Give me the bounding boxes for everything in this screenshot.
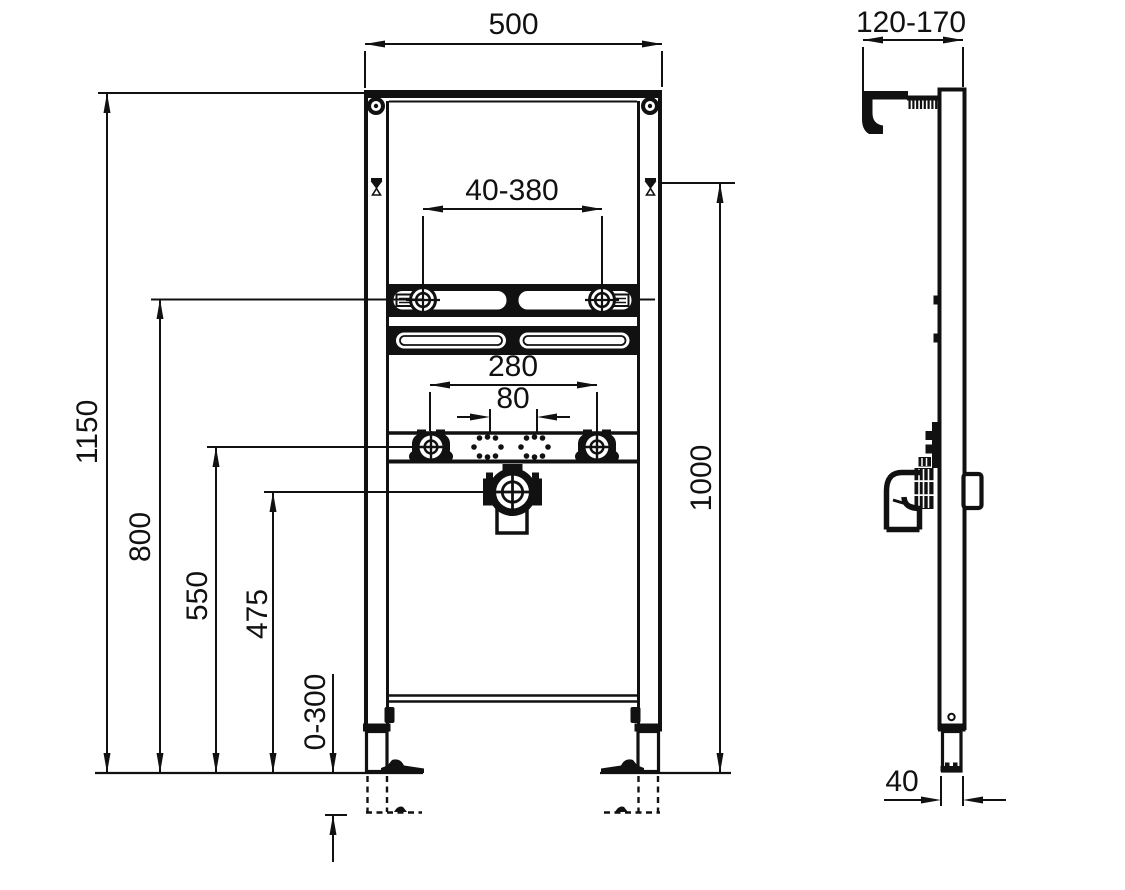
side-leg	[938, 712, 966, 773]
drain-connector	[483, 464, 542, 535]
drain-fix-hole-cluster-left	[471, 434, 504, 460]
left-leg	[363, 707, 424, 814]
dim-label-wall-bracket-depth: 120-170	[856, 6, 966, 39]
dim-tap-hole-range: 40-380	[422, 174, 603, 288]
dim-label-stud-height: 550	[181, 571, 214, 621]
frame-top-rail	[364, 90, 662, 103]
leg-extension-dashed-left	[366, 776, 422, 814]
leg-extension-dashed-right	[604, 776, 660, 814]
corner-screw-right	[641, 97, 659, 115]
foot-plate-left	[381, 759, 424, 773]
dim-label-drain-height: 475	[241, 589, 274, 639]
dim-label-frame-width: 500	[488, 8, 538, 41]
dim-label-upper-fixing-height: 1000	[685, 445, 718, 512]
dim-label-leg-adjustment: 0-300	[299, 674, 332, 751]
dim-stud-height: 550	[181, 446, 430, 773]
dim-label-stud-spacing: 280	[488, 350, 538, 383]
rail-tab-lower	[933, 333, 941, 343]
dim-label-tap-hole-range: 40-380	[465, 174, 558, 207]
left-upright	[364, 90, 389, 731]
right-leg	[601, 707, 662, 814]
foot-plate-right	[601, 759, 644, 773]
drain-fix-hole-cluster-right	[518, 434, 551, 460]
carrier-bolt-left	[406, 284, 440, 317]
dim-wall-bracket-depth: 120-170	[856, 6, 966, 92]
front-view	[363, 90, 662, 814]
stud-side-profile	[925, 422, 939, 468]
carrier-bolt-right	[585, 284, 619, 317]
side-view	[862, 87, 984, 773]
corner-screw-left	[367, 97, 385, 115]
fixing-point-marker-right	[644, 178, 657, 196]
dim-frame-height: 1150	[71, 92, 364, 773]
dim-frame-width: 500	[364, 8, 663, 88]
rail-tab-upper	[933, 295, 941, 305]
dim-upper-fixing-height: 1000	[662, 182, 735, 773]
slide-nut-right	[610, 293, 630, 307]
drain-couplings	[914, 457, 934, 509]
washbasin-stud-right	[575, 429, 619, 463]
dim-stud-spacing: 280	[429, 350, 598, 431]
wall-bracket	[862, 91, 908, 134]
threaded-rod	[907, 95, 938, 109]
side-upright	[937, 87, 967, 730]
drain-elbow	[883, 469, 923, 533]
dim-label-foot-depth: 40	[885, 765, 918, 798]
dim-label-tap-rail-height: 800	[124, 512, 157, 562]
slotted-rail	[389, 326, 637, 355]
fixing-point-marker-left	[370, 178, 383, 196]
dim-label-frame-height: 1150	[71, 400, 104, 465]
right-upright	[637, 90, 662, 731]
tap-mounting-rail	[389, 284, 637, 317]
bottom-rail	[389, 694, 637, 703]
dim-drain-fix-spacing: 80	[457, 382, 570, 432]
dim-foot-depth: 40	[884, 765, 1006, 806]
dim-label-drain-fix-spacing: 80	[496, 382, 529, 415]
dim-leg-adjustment: 0-300	[299, 674, 347, 862]
dim-drain-height: 475	[241, 491, 496, 773]
dim-tap-rail-height: 800	[124, 298, 655, 773]
pipe-clip	[961, 471, 984, 511]
